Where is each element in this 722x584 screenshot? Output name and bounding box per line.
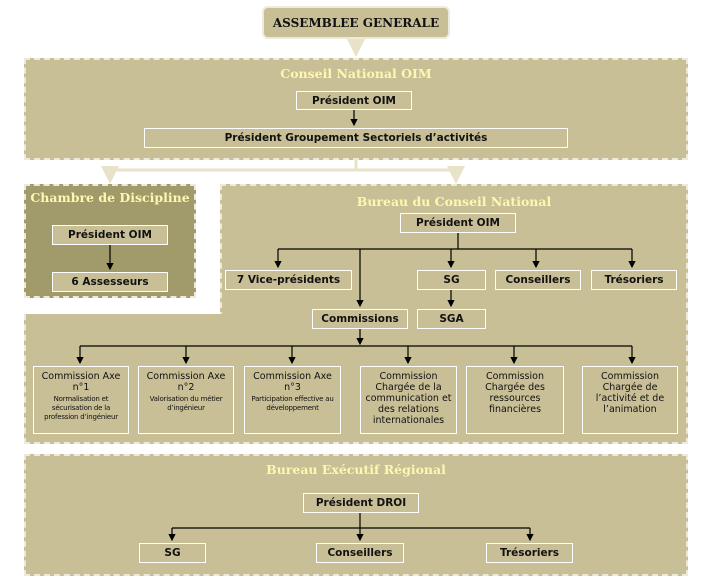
regional-sg-box: SG xyxy=(139,543,206,563)
commission-title: Commission Axe n°2 xyxy=(146,371,226,393)
commission-box-4: Commission Chargée de la communication e… xyxy=(360,366,457,434)
regional-conseillers-box: Conseillers xyxy=(316,543,404,563)
commission-subtitle: Valorisation du métier d’ingénieur xyxy=(149,395,223,412)
conseillers-box: Conseillers xyxy=(495,270,581,290)
commissions-box: Commissions xyxy=(312,309,408,329)
assesseurs-box: 6 Assesseurs xyxy=(52,272,168,292)
commission-box-3: Commission Axe n°3 Participation effecti… xyxy=(244,366,341,434)
sg-box: SG xyxy=(417,270,486,290)
regional-president-box: Président DROI xyxy=(303,493,419,513)
bureau-regional-panel: Bureau Exécutif Régional xyxy=(24,454,688,576)
commission-title: Commission Axe n°3 xyxy=(253,371,332,393)
bureau-conseil-panel-top: Bureau du Conseil National xyxy=(220,184,688,318)
chambre-president-box: Président OIM xyxy=(52,225,168,245)
conseil-president-box: Président OIM xyxy=(296,91,412,110)
assemblee-generale-box: ASSEMBLEE GENERALE xyxy=(262,6,450,39)
tresoriers-box: Trésoriers xyxy=(591,270,677,290)
conseil-national-title: Conseil National OIM xyxy=(280,66,432,81)
bureau-regional-title: Bureau Exécutif Régional xyxy=(266,462,446,477)
bureau-conseil-panel-bottom xyxy=(24,314,688,444)
commission-box-1: Commission Axe n°1 Normalisation et sécu… xyxy=(33,366,129,434)
bureau-conseil-title: Bureau du Conseil National xyxy=(356,194,552,209)
commission-title: Commission Axe n°1 xyxy=(41,371,121,393)
vice-presidents-box: 7 Vice-présidents xyxy=(225,270,352,290)
groupement-president-box: Président Groupement Sectoriels d’activi… xyxy=(144,128,568,148)
regional-tresoriers-box: Trésoriers xyxy=(486,543,573,563)
commission-box-2: Commission Axe n°2 Valorisation du métie… xyxy=(138,366,234,434)
bureau-president-box: Président OIM xyxy=(400,213,516,233)
commission-subtitle: Normalisation et sécurisation de la prof… xyxy=(44,395,118,421)
sga-box: SGA xyxy=(417,309,486,329)
commission-title: Commission Chargée de l’activité et de l… xyxy=(595,371,665,415)
commission-box-6: Commission Chargée de l’activité et de l… xyxy=(582,366,678,434)
chambre-discipline-title: Chambre de Discipline xyxy=(30,190,190,205)
commission-box-5: Commission Chargée des ressources financ… xyxy=(466,366,564,434)
commission-title: Commission Chargée des ressources financ… xyxy=(485,371,545,415)
commission-subtitle: Participation effective au développement xyxy=(251,395,334,412)
commission-title: Commission Chargée de la communication e… xyxy=(365,371,452,426)
